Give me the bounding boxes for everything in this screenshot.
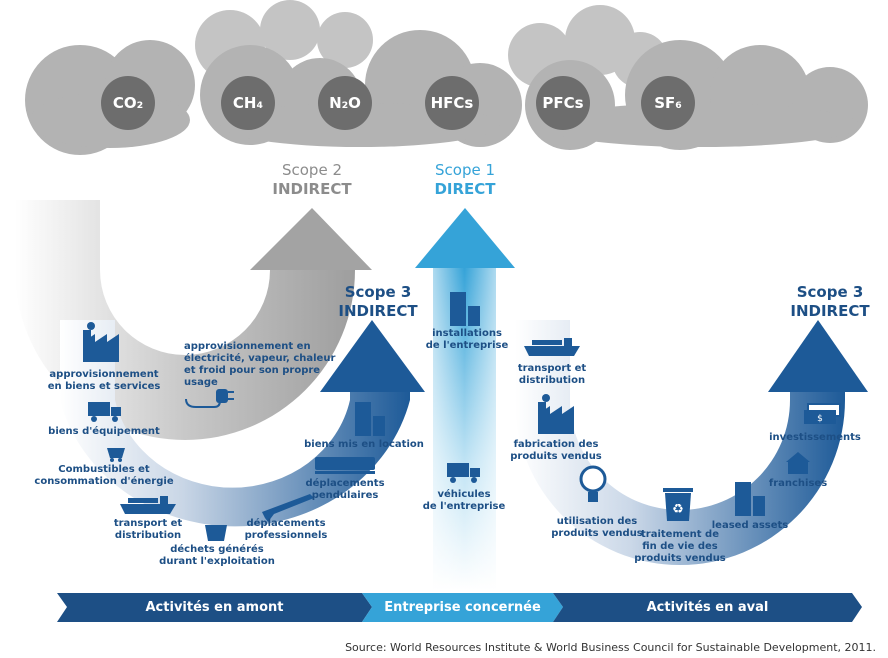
scope-title: Scope 3 <box>796 283 864 301</box>
train-icon <box>315 457 375 474</box>
label-franchises: franchises <box>768 478 828 489</box>
gas-sf6: SF₆ <box>641 76 695 130</box>
lightbulb-icon <box>579 465 607 502</box>
factory-icon <box>538 394 574 434</box>
scope1-arrow-head <box>415 208 515 268</box>
gas-n2o: N₂O <box>318 76 372 130</box>
airplane-icon <box>262 494 314 522</box>
label-end-of-life: traitement de fin de vie des produits ve… <box>634 529 726 564</box>
gas-co2: CO₂ <box>101 76 155 130</box>
banner-company-shape <box>362 593 563 622</box>
label-electricity: approvisionnement en électricité, vapeur… <box>184 341 336 388</box>
label-fuel-energy: Combustibles et consommation d'énergie <box>34 464 174 487</box>
label-facilities: installations de l'entreprise <box>425 328 509 351</box>
source-note: Source: World Resources Institute & Worl… <box>345 641 876 654</box>
scope2-arrow-head <box>250 208 372 270</box>
banner-company: Entreprise concernée <box>384 600 541 615</box>
banner-downstream-shape <box>553 593 862 622</box>
svg-text:$: $ <box>817 414 823 424</box>
gas-ch4: CH₄ <box>221 76 275 130</box>
label-business-travel: déplacements professionnels <box>244 518 328 541</box>
scope-subtitle: INDIRECT <box>272 180 352 198</box>
scope-title: Scope 3 <box>344 283 412 301</box>
truck-icon <box>447 463 480 483</box>
ship-icon <box>120 496 176 514</box>
cloud <box>317 12 373 68</box>
scope-subtitle: DIRECT <box>434 180 496 198</box>
house-icon <box>786 452 810 474</box>
buildings-icon <box>450 292 480 326</box>
label-downstream-transport: transport et distribution <box>517 363 587 386</box>
label-vehicles: véhicules de l'entreprise <box>422 489 506 512</box>
cloud <box>540 103 860 147</box>
scope-title: Scope 2 <box>281 161 342 179</box>
label-use-of-products: utilisation des produits vendus <box>551 516 643 539</box>
dumpster-icon <box>205 525 227 541</box>
gas-pfcs: PFCs <box>536 76 590 130</box>
scope3-downstream-arrow-head <box>768 320 868 392</box>
label-leased-assets: leased assets <box>711 520 789 531</box>
svg-text:♻: ♻ <box>672 502 684 517</box>
scope3-upstream-arrow-head <box>320 320 425 392</box>
plug-icon <box>185 389 234 408</box>
label-investments: investissements <box>769 432 861 443</box>
banner-downstream: Activités en aval <box>646 600 769 615</box>
scope-subtitle: INDIRECT <box>338 302 418 320</box>
label-upstream-leased: biens mis en location <box>304 439 424 450</box>
factory-icon <box>83 322 119 362</box>
scope3-upstream-band <box>60 320 410 527</box>
truck-icon <box>88 402 121 422</box>
banner-upstream-shape <box>57 593 372 622</box>
scope-title: Scope 1 <box>434 161 496 179</box>
label-upstream-transport: transport et distribution <box>113 518 183 541</box>
cloud <box>260 0 320 60</box>
recycle-bin-icon: ♻ <box>663 488 693 521</box>
label-capital-goods: biens d'équipement <box>48 426 160 437</box>
scope-subtitle: INDIRECT <box>790 302 870 320</box>
label-processing: fabrication des produits vendus <box>510 439 602 462</box>
buildings-icon <box>355 402 385 436</box>
ship-icon <box>524 338 580 356</box>
label-waste: déchets générés durant l'exploitation <box>159 544 275 567</box>
label-purchased-goods: approvisionnement en biens et services <box>47 369 161 392</box>
money-icon: $ <box>804 403 841 424</box>
buildings-icon <box>735 482 765 516</box>
coal-wagon-icon <box>107 448 125 462</box>
gas-hfcs: HFCs <box>425 76 479 130</box>
banner-upstream: Activités en amont <box>145 600 284 615</box>
label-commuting: déplacements pendulaires <box>305 478 385 501</box>
